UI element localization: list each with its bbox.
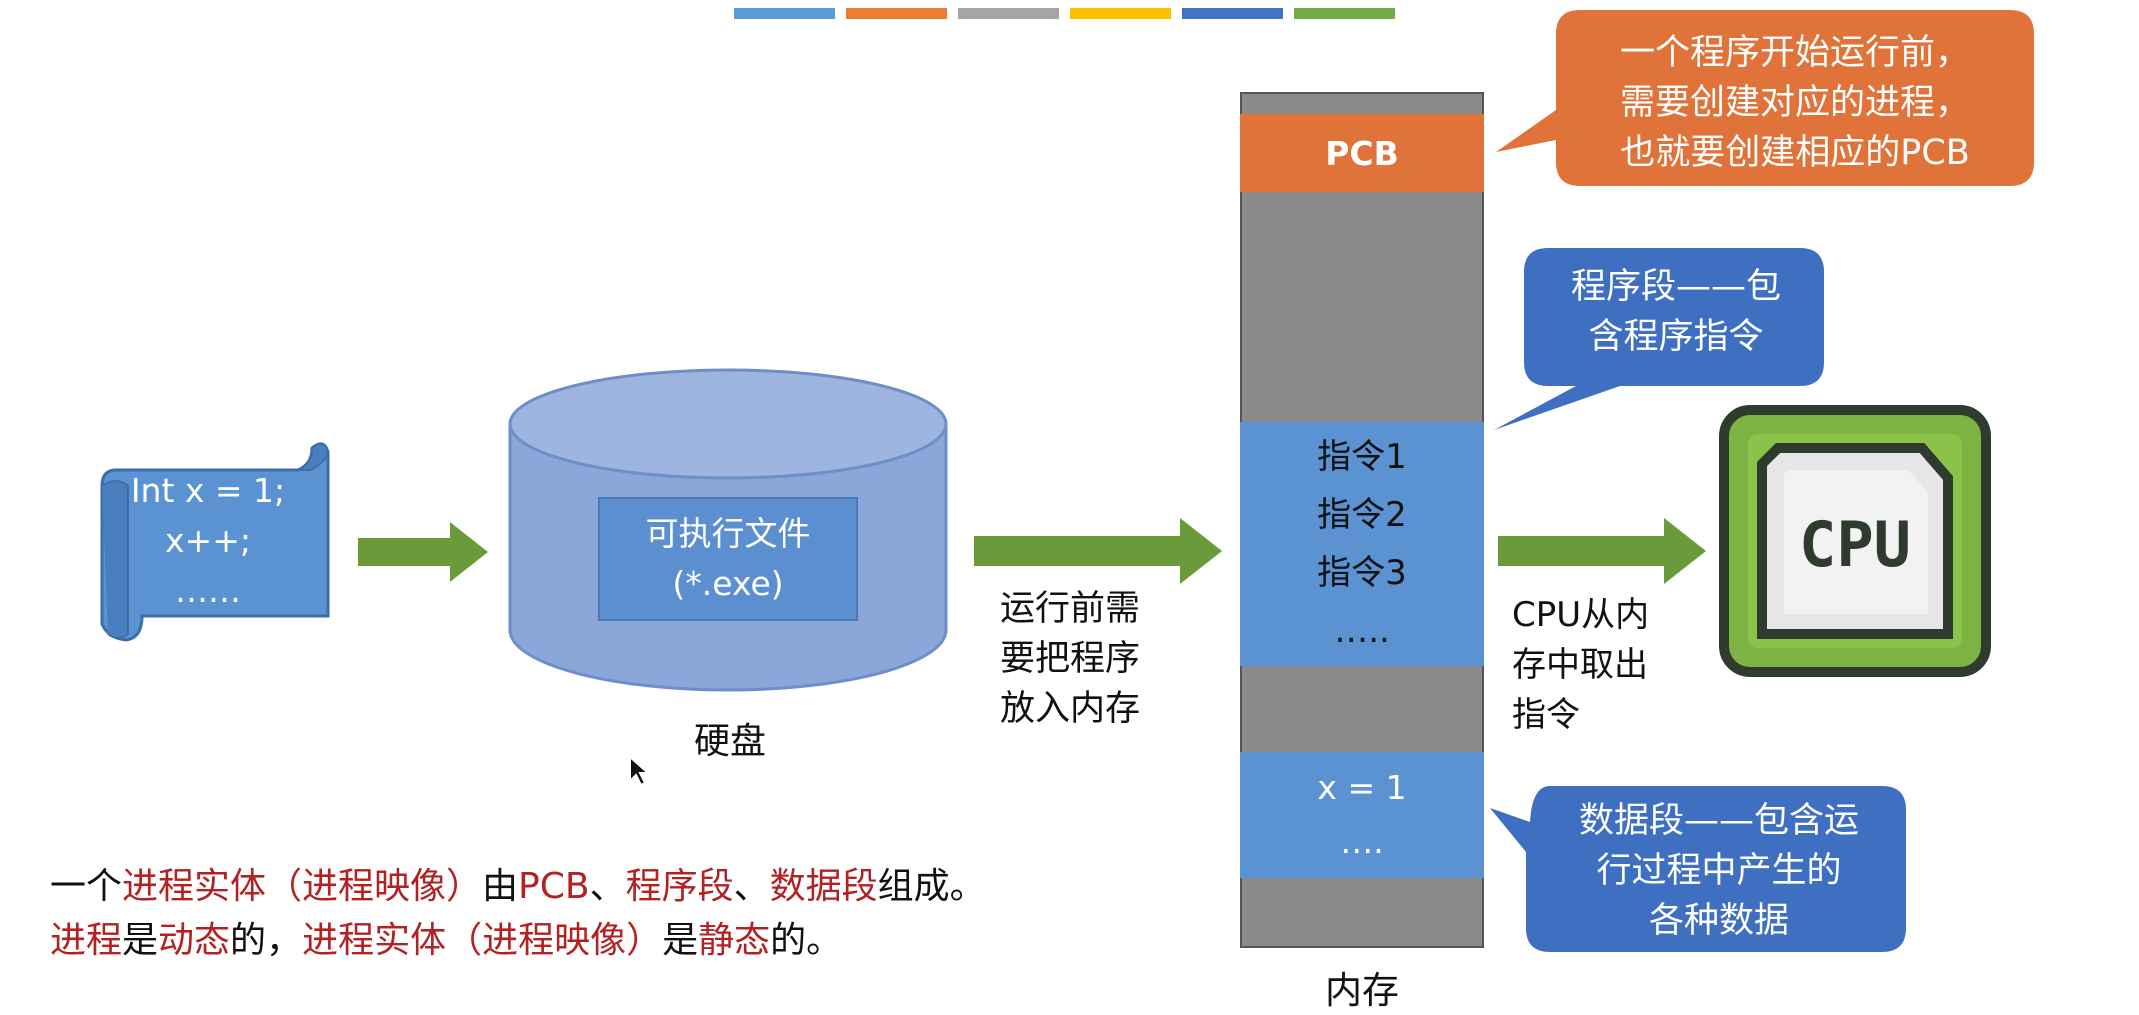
load-caption: 运行前需 要把程序 放入内存 [1000, 584, 1200, 734]
caption-line: 指令 [1512, 695, 1580, 735]
source-code: Int x = 1; x++; …… [88, 466, 328, 616]
summary-segment: 是 [662, 920, 699, 961]
program-callout-bubble [1494, 248, 1824, 430]
callout-line: 需要创建对应的进程， [1619, 83, 1970, 123]
source-scroll-icon [100, 442, 330, 642]
arrow-right-icon [358, 522, 488, 582]
pcb-callout-text: 一个程序开始运行前， 需要创建对应的进程， 也就要创建相应的PCB [1560, 28, 2030, 178]
caption-line: 放入内存 [1000, 689, 1141, 729]
file-name: 可执行文件 [645, 514, 811, 553]
instruction-3: 指令3 [1317, 553, 1407, 593]
color-swatch-5 [1182, 8, 1283, 19]
summary-line-1: 一个进程实体（进程映像）由PCB、程序段、数据段组成。 [50, 860, 986, 914]
summary-segment: 、 [589, 866, 626, 907]
data-line-2: …. [1340, 822, 1384, 861]
executable-file: 可执行文件 (*.exe) [598, 497, 858, 621]
summary-highlight: PCB [518, 866, 590, 907]
color-swatch-1 [734, 8, 835, 19]
color-swatch-6 [1294, 8, 1395, 19]
summary-text: 一个进程实体（进程映像）由PCB、程序段、数据段组成。 进程是动态的，进程实体（… [50, 860, 986, 968]
code-line-2: x++; [165, 521, 251, 560]
cpu-chip-icon: CPU [1719, 405, 1991, 677]
caption-line: 运行前需 [1000, 589, 1141, 629]
program-segment: 指令1 指令2 指令3 ….. [1240, 422, 1484, 666]
summary-segment: 组成。 [877, 866, 986, 907]
data-callout-bubble [1490, 786, 1906, 952]
callout-line: 一个程序开始运行前， [1619, 33, 1970, 73]
summary-line-2: 进程是动态的，进程实体（进程映像）是静态的。 [50, 914, 986, 968]
color-swatch-3 [958, 8, 1059, 19]
caption-line: 要把程序 [1000, 639, 1141, 679]
summary-segment: 一个 [50, 866, 123, 907]
instruction-1: 指令1 [1317, 437, 1407, 477]
summary-highlight: 进程实体（进程映像） [302, 920, 663, 961]
summary-highlight: 动态 [158, 920, 231, 961]
data-callout-text: 数据段——包含运 行过程中产生的 各种数据 [1534, 796, 1904, 946]
arrow-right-icon [974, 518, 1222, 584]
mouse-cursor-icon [629, 755, 650, 787]
callout-line: 各种数据 [1648, 901, 1789, 941]
memory-label: 内存 [1325, 969, 1399, 1012]
file-extension: (*.exe) [672, 564, 784, 603]
summary-segment: 的， [230, 920, 303, 961]
data-segment: x = 1 …. [1240, 752, 1484, 878]
summary-segment: 的。 [770, 920, 843, 961]
program-callout-text: 程序段——包 含程序指令 [1534, 262, 1818, 362]
caption-line: 存中取出 [1512, 645, 1648, 685]
summary-highlight: 静态 [698, 920, 771, 961]
pcb-callout-bubble [1496, 10, 2034, 186]
summary-highlight: 数据段 [769, 866, 878, 907]
callout-line: 也就要创建相应的PCB [1620, 133, 1970, 173]
color-swatch-2 [846, 8, 947, 19]
caption-line: CPU从内 [1512, 595, 1650, 635]
callout-line: 行过程中产生的 [1596, 851, 1842, 891]
summary-segment: 、 [733, 866, 770, 907]
summary-highlight: 程序段 [625, 866, 734, 907]
instruction-more: ….. [1334, 611, 1390, 651]
summary-segment: 由 [482, 866, 519, 907]
summary-segment: 是 [122, 920, 159, 961]
summary-highlight: 进程 [50, 920, 123, 961]
cpu-caption: CPU从内 存中取出 指令 [1512, 590, 1712, 740]
cpu-icon-label: CPU [1799, 508, 1911, 581]
callout-line: 含程序指令 [1588, 317, 1764, 357]
disk-label: 硬盘 [693, 721, 766, 762]
data-line-1: x = 1 [1317, 768, 1407, 807]
summary-highlight: 进程实体（进程映像） [122, 866, 483, 907]
arrow-right-icon [1498, 518, 1706, 584]
instruction-2: 指令2 [1317, 495, 1407, 535]
color-bar [734, 8, 1395, 19]
callout-line: 程序段——包 [1570, 267, 1781, 307]
code-line-1: Int x = 1; [130, 471, 286, 510]
pcb-block: PCB [1240, 114, 1484, 192]
color-swatch-4 [1070, 8, 1171, 19]
code-line-3: …… [175, 571, 241, 610]
callout-line: 数据段——包含运 [1578, 801, 1859, 841]
